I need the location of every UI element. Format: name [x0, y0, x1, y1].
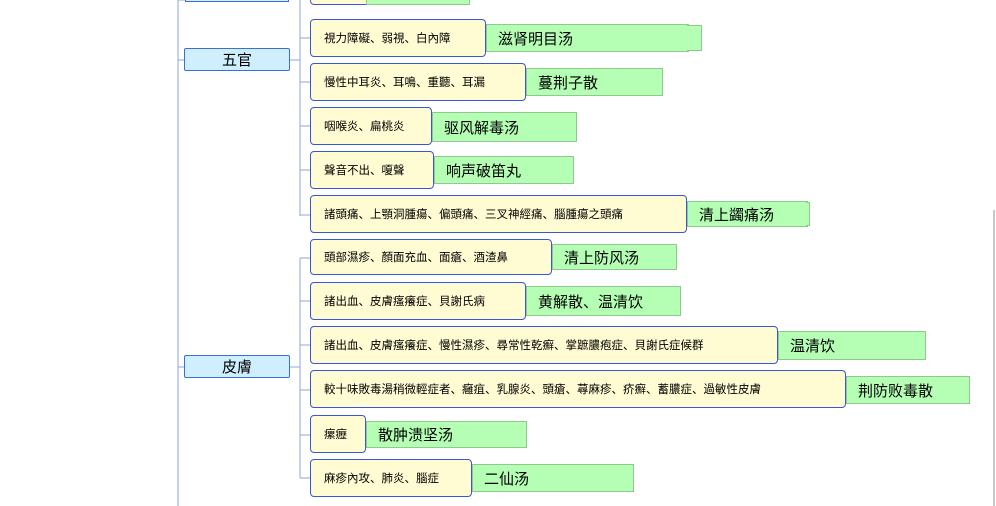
formula-label: 蔓荆子散	[538, 73, 599, 92]
formula-node[interactable]: 清上防风汤	[552, 244, 677, 270]
partial-formula-top	[366, 0, 470, 5]
formula-node[interactable]: 温清饮	[778, 331, 926, 360]
formula-node[interactable]: 蔓荆子散	[526, 68, 663, 96]
formula-label: 滋肾明目汤	[498, 29, 574, 48]
symptom-node[interactable]: 慢性中耳炎、耳鳴、重聽、耳漏	[310, 63, 526, 101]
symptom-node[interactable]: 諸出血、皮膚瘙癢症、慢性濕疹、尋常性乾癬、掌蹠膿疱症、貝謝氏症候群	[310, 326, 778, 364]
formula-label: 黄解散、温清饮	[538, 292, 644, 311]
symptom-node[interactable]: 聲音不出、嗄聲	[310, 151, 434, 189]
formula-label: 响声破笛丸	[446, 161, 522, 180]
symptom-node[interactable]: 瘰癧	[310, 415, 366, 453]
formula-label: 二仙汤	[484, 469, 530, 488]
symptom-node[interactable]: 較十味敗毒湯稍微輕症者、癰疽、乳腺炎、頭瘡、蕁麻疹、疥癬、蓄膿症、過敏性皮膚	[310, 370, 846, 408]
formula-node[interactable]: 散肿溃坚汤	[366, 421, 527, 448]
formula-node[interactable]: 二仙汤	[472, 464, 634, 492]
formula-node[interactable]: 滋肾明目汤	[486, 24, 702, 52]
category-node-pifu[interactable]: 皮膚	[184, 355, 290, 378]
formula-node[interactable]: 清上蠲痛汤	[687, 201, 810, 227]
formula-label: 温清饮	[790, 337, 836, 355]
formula-label: 驱风解毒汤	[444, 118, 520, 137]
formula-node[interactable]: 荆防败毒散	[846, 376, 970, 404]
partial-cat-top	[185, 0, 289, 2]
symptom-node[interactable]: 視力障礙、弱視、白內障	[310, 19, 486, 57]
formula-label: 散肿溃坚汤	[378, 426, 454, 444]
formula-label: 清上防风汤	[564, 248, 640, 267]
symptom-node[interactable]: 諸頭痛、上顎洞腫瘍、偏頭痛、三叉神經痛、腦腫瘍之頭痛	[310, 195, 687, 233]
symptom-node[interactable]: 麻疹內攻、肺炎、腦症	[310, 459, 472, 497]
formula-label: 荆防败毒散	[858, 381, 934, 400]
category-node-wuguan[interactable]: 五官	[184, 48, 290, 71]
formula-node[interactable]: 响声破笛丸	[434, 156, 574, 184]
formula-label: 清上蠲痛汤	[699, 205, 775, 224]
symptom-node[interactable]: 頭部濕疹、顏面充血、面瘡、酒渣鼻	[310, 239, 552, 275]
symptom-node[interactable]: 咽喉炎、扁桃炎	[310, 107, 432, 145]
formula-node[interactable]: 驱风解毒汤	[432, 112, 577, 142]
symptom-node[interactable]: 諸出血、皮膚瘙癢症、貝謝氏病	[310, 282, 526, 320]
formula-node[interactable]: 黄解散、温清饮	[526, 286, 681, 316]
